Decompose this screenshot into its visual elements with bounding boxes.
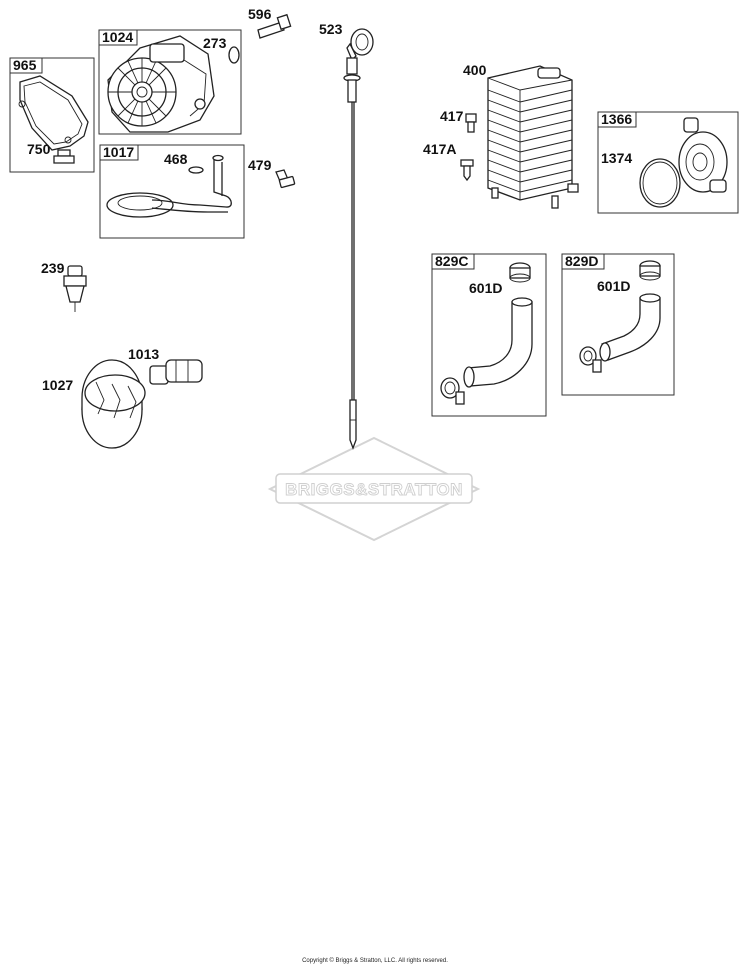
group-965: 965 750 [9, 57, 95, 173]
bolt-750-icon [53, 149, 75, 164]
group-1366-frame [597, 111, 739, 214]
tag-1366-box [597, 111, 637, 128]
label-273: 273 [203, 35, 227, 51]
label-468: 468 [164, 151, 188, 167]
label-523: 523 [319, 21, 343, 37]
oil-filter-1027-icon [81, 359, 146, 449]
label-1374: 1374 [601, 150, 632, 166]
label-417a: 417A [423, 141, 456, 157]
label-1366: 1366 [601, 111, 632, 127]
label-829c: 829C [435, 253, 468, 269]
brand-watermark: BRIGGS&STRATTON [267, 436, 481, 542]
tag-829c-box [431, 253, 475, 270]
oil-cooler-400-icon [487, 65, 579, 209]
clamp-829c-top-icon [509, 262, 531, 283]
label-596: 596 [248, 6, 272, 22]
group-1024-frame [98, 29, 242, 135]
hose-601d-c-icon [463, 297, 533, 388]
group-829d: 829D 601D [561, 253, 675, 396]
bolt-479-icon [275, 169, 296, 189]
label-601d-d: 601D [597, 278, 630, 294]
clamp-829d-bottom-icon [579, 346, 602, 373]
switch-239-icon [63, 265, 87, 312]
tag-1017-box [99, 144, 139, 161]
group-1366: 1366 1374 [597, 111, 739, 214]
oring-1374-icon [639, 158, 681, 208]
group-829c: 829C 601D [431, 253, 547, 417]
label-829d: 829D [565, 253, 598, 269]
tag-1024-box [98, 29, 138, 46]
screw-417-icon [465, 113, 477, 133]
tag-829d-box [561, 253, 605, 270]
pickup-tube-icon [106, 154, 232, 218]
label-479: 479 [248, 157, 272, 173]
label-417: 417 [440, 108, 464, 124]
adapter-1366-icon [678, 117, 728, 193]
label-601d-c: 601D [469, 280, 502, 296]
oil-pump-icon [107, 35, 215, 133]
label-1013: 1013 [128, 346, 159, 362]
label-1027: 1027 [42, 377, 73, 393]
bolt-596-icon [257, 13, 292, 39]
dipstick-523-icon [343, 28, 374, 450]
group-1024: 1024 273 [98, 29, 242, 135]
label-965: 965 [13, 57, 37, 73]
clamp-829d-top-icon [639, 260, 661, 281]
label-1024: 1024 [102, 29, 133, 45]
oring-468-icon [188, 166, 204, 174]
oring-273-icon [228, 46, 240, 64]
group-829d-frame [561, 253, 675, 396]
nipple-1013-icon [149, 359, 203, 385]
label-239: 239 [41, 260, 65, 276]
label-750: 750 [27, 141, 51, 157]
group-829c-frame [431, 253, 547, 417]
label-400: 400 [463, 62, 487, 78]
group-965-frame [9, 57, 95, 173]
cover-plate-shape [19, 75, 89, 151]
copyright-notice: Copyright © Briggs & Stratton, LLC. All … [302, 958, 448, 964]
tag-965-box [9, 57, 43, 74]
hose-601d-d-icon [599, 293, 661, 362]
clamp-829c-bottom-icon [440, 377, 465, 405]
group-1017: 1017 468 [99, 144, 245, 239]
watermark-text: BRIGGS&STRATTON [285, 480, 463, 499]
group-1017-frame [99, 144, 245, 239]
screw-417a-icon [460, 159, 474, 182]
label-1017: 1017 [103, 144, 134, 160]
